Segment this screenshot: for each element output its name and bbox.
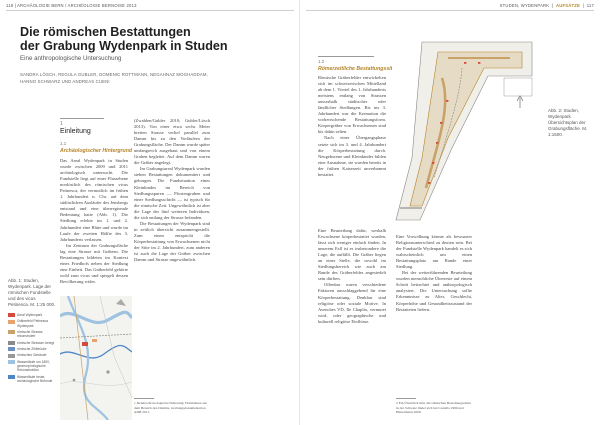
legend-label: römische Strassen belegt	[17, 340, 55, 345]
legend-item: römische Strassen belegt	[8, 341, 60, 345]
legend-item: römisches Gebäude	[8, 353, 60, 358]
subsection-title: Römerzeitliche Bestattungssitten	[318, 66, 401, 72]
legend-swatch	[8, 313, 15, 318]
excavation-plan	[392, 38, 540, 228]
subsection-number: 1.1	[60, 141, 67, 146]
footnote-2: 2 Ein Überblick über die römischen Besta…	[396, 401, 471, 415]
left-column-2-text: (Zwahlen/Gubler 2010; Gubler/Lösch 2013)…	[134, 118, 210, 393]
author-list: SANDRA LÖSCH, REGULA GUBLER, DOMENIC ROT…	[20, 72, 208, 85]
legend-label: römische Zihlbrücke	[17, 346, 47, 351]
section-rule	[60, 118, 104, 119]
footnote-1: 1 Dendrochronologische Datierung: Holzba…	[134, 401, 207, 415]
right-page: STUDEN, WYDENPARK | AUFSÄTZE | 117 1.2 R…	[300, 0, 600, 425]
left-page: 118 | ARCHÄOLOGIE BERN / ARCHÉOLOGIE BER…	[6, 3, 294, 420]
section-number: 1	[60, 121, 63, 127]
subsection-title: Archäologischer Hintergrund	[60, 148, 133, 154]
legend-label: Areal Wydenpark	[17, 313, 43, 317]
legend-item: Areal Wydenpark	[8, 313, 60, 318]
paragraph: Bei der weiterführenden Beurteilung wurd…	[396, 270, 472, 312]
section-title: Einleitung	[60, 128, 91, 135]
authors-line-1: SANDRA LÖSCH, REGULA GUBLER, DOMENIC ROT…	[20, 72, 209, 77]
footnote-rule	[396, 398, 416, 399]
title-line-1: Die römischen Bestattungen	[20, 25, 191, 39]
legend-label: Gräberfeld Petinesca Wydenpark	[17, 319, 48, 328]
paragraph: Nach einer Übergangsphase setzte sich im…	[318, 135, 386, 177]
legend-swatch	[8, 353, 15, 358]
paragraph: Römische Gräberfelder entwickelten sich …	[318, 75, 386, 135]
legend-label: römisches Gebäude	[17, 353, 47, 358]
legend-label: Wasserläufe heute, archäologische Befund…	[17, 374, 53, 383]
running-header-left: 118 | ARCHÄOLOGIE BERN / ARCHÉOLOGIE BER…	[6, 3, 137, 8]
right-column-2-text: Eine Beurteilung dafür, weshalb Erwachse…	[318, 228, 386, 420]
article-subtitle: Eine anthropologische Untersuchung	[20, 55, 122, 62]
header-rule	[306, 10, 594, 11]
title-line-2: der Grabung Wydenpark in Studen	[20, 38, 228, 53]
running-header-right: STUDEN, WYDENPARK | AUFSÄTZE | 117	[499, 3, 594, 8]
running-header-title: STUDEN, WYDENPARK	[499, 3, 550, 8]
vicus-map	[60, 296, 132, 420]
paragraph: Eine Beurteilung dafür, weshalb Erwachse…	[318, 228, 386, 282]
page-gutter	[299, 0, 300, 425]
paragraph: Im Zentrum der Grabungsfläche lag eine S…	[60, 242, 128, 284]
right-column-1-text: Römische Gräberfelder entwickelten sich …	[318, 75, 386, 225]
legend-swatch	[8, 359, 15, 364]
page-number: 117	[586, 3, 594, 8]
legend-swatch	[8, 374, 15, 379]
paragraph: Im Grabungsareal Wydenpark wurden sieben…	[134, 166, 210, 220]
legend-swatch	[8, 330, 15, 335]
left-column-1-text: Das Areal Wydenpark in Studen wurde zwis…	[60, 158, 128, 288]
right-column-3-text: Eine Vorwölbung könnte als bewusster Rel…	[396, 234, 472, 394]
running-header-section: AUFSÄTZE	[556, 3, 580, 8]
legend-swatch	[8, 319, 15, 324]
paragraph: Die Bestattungen der Wydenpark sind in z…	[134, 220, 210, 263]
figure-1-caption: Abb. 1: Studen, Wydenpark. Lage der römi…	[8, 278, 56, 307]
legend-item: Gräberfeld Petinesca Wydenpark	[8, 319, 60, 328]
paragraph: Eine Vorwölbung könnte als bewusster Rel…	[396, 234, 472, 270]
legend-item: Wasserläufe heute, archäologische Befund…	[8, 375, 60, 383]
subsection-number: 1.2	[318, 59, 325, 64]
legend-item: römische Strasse, rekonstruiert	[8, 330, 60, 338]
paragraph: Offenbar waren verschiedene Faktoren aus…	[318, 282, 386, 324]
legend-label: römische Strasse, rekonstruiert	[17, 329, 44, 339]
article-title: Die römischen Bestattungen der Grabung W…	[20, 25, 228, 53]
figure-2-caption: Abb. 2: Studen, Wydenpark. Übersichtspla…	[548, 108, 588, 137]
subsection-rule	[318, 56, 374, 57]
footnote-rule	[134, 398, 154, 399]
paragraph: (Zwahlen/Gubler 2010; Gubler/Lösch 2013)…	[134, 118, 210, 166]
paragraph: Das Areal Wydenpark in Studen wurde zwis…	[60, 158, 128, 242]
legend-item: römische Zihlbrücke	[8, 346, 60, 352]
legend-label: Wasserläufe um 1800, geomorphologische R…	[17, 359, 50, 373]
legend-swatch	[8, 340, 15, 345]
legend-item: Wasserläufe um 1800, geomorphologische R…	[8, 360, 60, 373]
legend-swatch	[8, 347, 15, 352]
header-rule	[6, 10, 294, 11]
authors-line-2: HANNO SCHWARZ UND ANDREAS CUENI	[20, 78, 110, 84]
